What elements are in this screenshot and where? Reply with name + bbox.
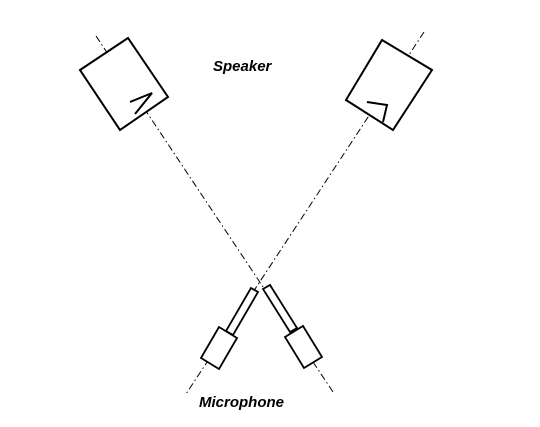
speaker-label: Speaker <box>213 58 272 75</box>
left-speaker-icon <box>78 36 170 132</box>
right-microphone-icon <box>261 283 324 370</box>
microphone-label: Microphone <box>199 394 284 411</box>
left-speaker-axis <box>95 35 334 393</box>
left-microphone-icon <box>199 286 260 371</box>
right-speaker-icon <box>344 38 434 132</box>
axis-lines <box>95 31 425 395</box>
